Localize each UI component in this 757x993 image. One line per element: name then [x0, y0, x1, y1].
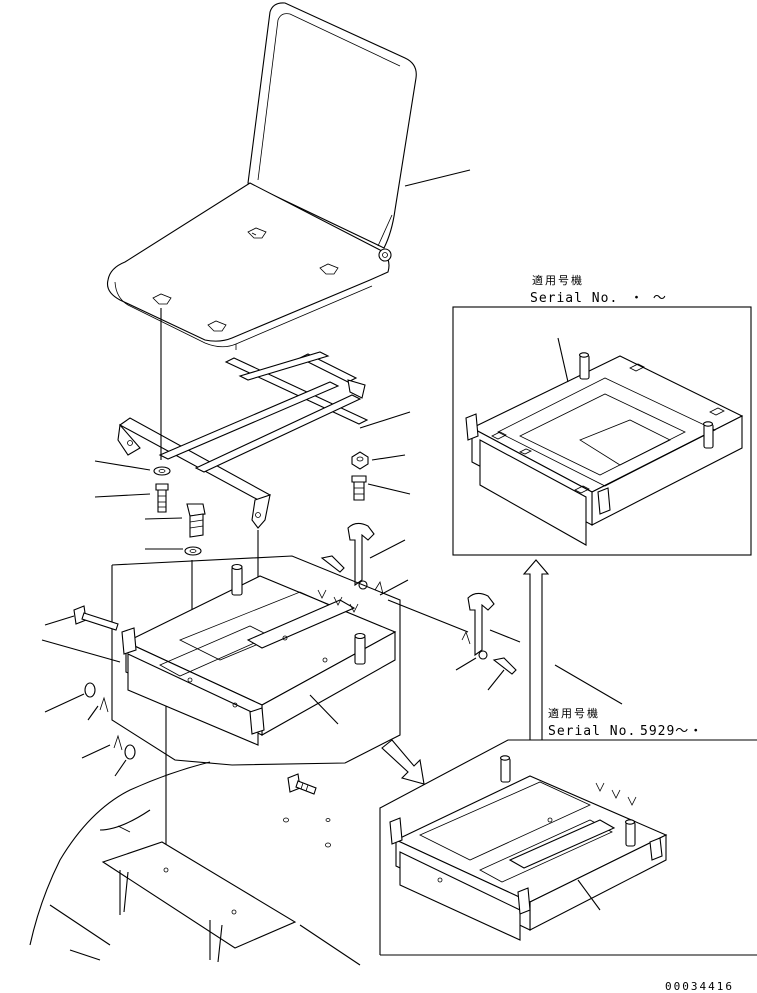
inset-top-serial-label: Serial No.	[530, 291, 618, 306]
inset-bottom-serial-label: Serial No.	[548, 724, 636, 739]
fastener-washer-left	[94, 460, 171, 476]
washer-pin-left	[41, 639, 136, 777]
inset-bottom-serial-value: 5929〜・	[640, 724, 703, 739]
arrow-up	[522, 559, 550, 741]
bolt-left-1	[94, 483, 169, 513]
cab-floor	[29, 761, 361, 966]
bolt-right	[351, 475, 411, 501]
arrow-down-right	[381, 739, 425, 785]
seat-rail-frame	[117, 351, 411, 529]
bolt-left-2	[144, 503, 206, 538]
seat-base-main	[111, 555, 401, 766]
lock-lever-center	[320, 522, 409, 596]
nut-right	[351, 451, 406, 470]
inset-top-serial-value: ・ 〜	[630, 291, 667, 306]
bolt-bottom	[287, 773, 317, 795]
inset-top-title: 適用号機	[532, 273, 584, 287]
seat-assembly	[106, 2, 471, 350]
inset-bottom-title: 適用号機	[548, 706, 600, 720]
inset-top-frame	[452, 306, 752, 556]
inset-bottom: 適用号機 Serial No. 5929〜・	[379, 664, 757, 956]
inset-top: 適用号機 Serial No. ・ 〜	[452, 273, 752, 556]
seat-cushion	[106, 182, 390, 342]
lock-lever-right	[387, 592, 521, 691]
seat-backrest	[247, 2, 417, 249]
drawing-number: 00034416	[665, 980, 734, 993]
bolt-front-left	[44, 605, 119, 631]
washer-left-2	[145, 546, 202, 556]
